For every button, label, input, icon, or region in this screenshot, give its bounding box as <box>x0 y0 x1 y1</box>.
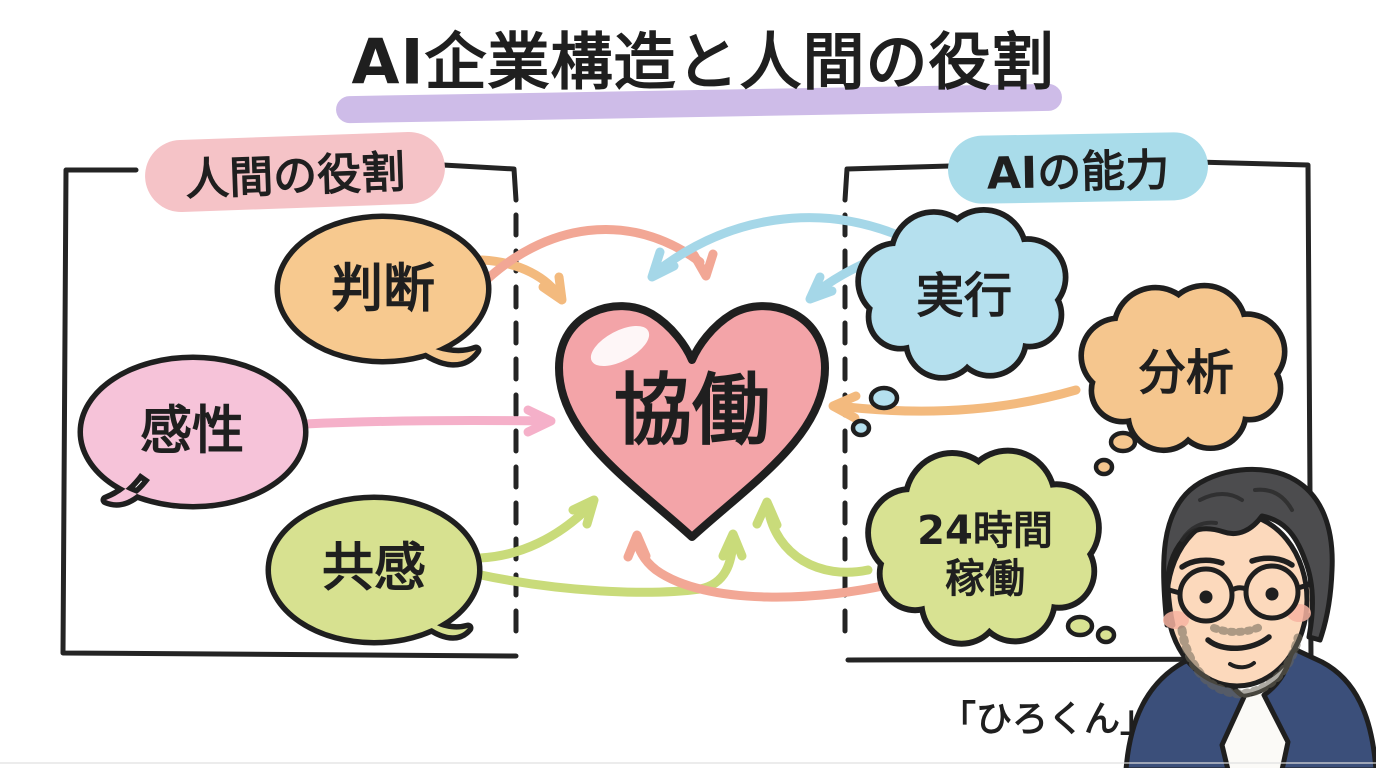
eyebrows <box>1179 555 1295 570</box>
eye-right <box>1265 587 1279 601</box>
execution-cloud <box>850 213 1063 438</box>
page-title: AI企業構造と人間の役割 <box>351 25 1055 99</box>
sensitivity-bubble <box>77 354 309 510</box>
stubble <box>1177 622 1303 699</box>
judgment-bubble <box>274 213 492 368</box>
human-panel-box <box>60 162 519 659</box>
hair-strands <box>1180 487 1294 542</box>
hair <box>1161 466 1335 643</box>
heart-gloss <box>590 325 650 367</box>
arrow-ai-top-arc <box>647 213 905 282</box>
arrow-analysis-to-heart <box>828 385 1081 423</box>
operation-cloud-label: 24時間 稼働 <box>917 508 1053 602</box>
sensitivity-bubble-label: 感性 <box>139 401 245 462</box>
analysis-cloud <box>1084 288 1282 477</box>
empathy-bubble-label: 共感 <box>321 538 427 599</box>
arrow-empathy-long-arc <box>471 529 747 597</box>
arrow-sensitivity-to-heart <box>300 405 556 437</box>
heart-label: 協働 <box>613 366 771 457</box>
blush-left <box>1163 611 1189 629</box>
empathy-bubble <box>265 494 483 646</box>
arrow-operation-to-heart <box>752 497 873 577</box>
operation-cloud <box>871 454 1117 642</box>
arrow-human-top-arc <box>475 224 718 291</box>
ai-panel-label: AIの能力 <box>947 131 1209 205</box>
heart-body <box>555 302 829 541</box>
judgment-bubble-label: 判断 <box>330 259 436 320</box>
jacket-right <box>1261 645 1376 768</box>
heart-icon <box>555 302 829 541</box>
mascot-character <box>1123 466 1376 768</box>
arrow-empathy-to-heart <box>475 495 599 563</box>
mouth <box>1205 634 1272 670</box>
character-caption: 「ひろくん」 <box>939 699 1157 740</box>
arrow-judgment-to-heart <box>477 255 567 305</box>
arrow-ai-bottom-arc <box>623 530 905 602</box>
eye-left <box>1199 590 1213 604</box>
execution-cloud-label: 実行 <box>915 267 1013 324</box>
glasses-icon <box>1168 563 1312 624</box>
analysis-cloud-label: 分析 <box>1137 344 1235 401</box>
human-panel-label: 人間の役割 <box>143 130 447 214</box>
